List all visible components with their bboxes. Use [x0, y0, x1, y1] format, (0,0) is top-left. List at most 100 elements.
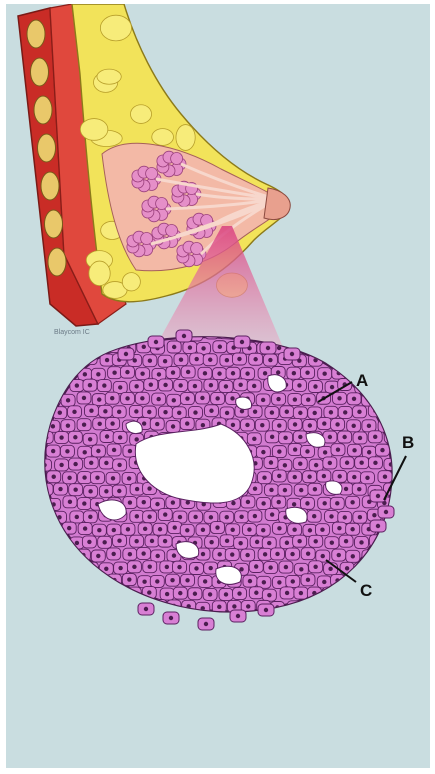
epithelial-cell	[63, 550, 77, 562]
cell-nucleus	[292, 605, 296, 609]
cell-nucleus	[35, 474, 39, 478]
cell-nucleus	[35, 449, 39, 453]
cell-nucleus	[142, 421, 146, 425]
cell-nucleus	[112, 448, 116, 452]
cell-nucleus	[128, 500, 132, 504]
cell-nucleus	[267, 593, 271, 597]
cell-nucleus	[105, 617, 109, 621]
epithelial-cell	[293, 327, 307, 339]
cell-nucleus	[68, 500, 72, 504]
cell-nucleus	[283, 488, 287, 492]
cell-nucleus	[350, 527, 354, 531]
cell-nucleus	[172, 345, 176, 349]
epithelial-cell	[391, 522, 405, 534]
cell-nucleus	[135, 616, 139, 620]
epithelial-cell	[30, 445, 44, 457]
cell-nucleus	[232, 604, 236, 608]
cell-nucleus	[285, 591, 289, 595]
cell-nucleus	[215, 396, 219, 400]
cell-nucleus	[293, 447, 297, 451]
cell-nucleus	[177, 411, 181, 415]
cell-nucleus	[299, 488, 303, 492]
cell-nucleus	[313, 384, 317, 388]
cell-nucleus	[322, 501, 326, 505]
cell-nucleus	[314, 539, 318, 543]
credit-text: Blaycom IC	[54, 329, 90, 336]
cell-nucleus	[284, 565, 288, 569]
epithelial-cell	[376, 368, 390, 380]
epithelial-cell	[397, 407, 411, 419]
cell-nucleus	[67, 526, 71, 530]
cell-nucleus	[261, 501, 265, 505]
cell-nucleus	[67, 580, 71, 584]
cell-nucleus	[155, 422, 159, 426]
cell-nucleus	[132, 565, 136, 569]
cell-nucleus	[262, 580, 266, 584]
cell-nucleus	[171, 370, 175, 374]
cell-nucleus	[351, 345, 355, 349]
cell-nucleus	[263, 552, 267, 556]
cell-nucleus	[51, 449, 55, 453]
cell-nucleus	[225, 411, 229, 415]
cell-nucleus	[158, 603, 162, 607]
cell-nucleus	[358, 566, 362, 570]
cell-nucleus	[357, 410, 361, 414]
cell-nucleus	[345, 461, 349, 465]
cell-nucleus	[277, 580, 281, 584]
cell-nucleus	[313, 411, 317, 415]
cell-nucleus	[52, 396, 56, 400]
cell-nucleus	[343, 357, 347, 361]
cell-nucleus	[292, 528, 296, 532]
cell-nucleus	[283, 463, 287, 467]
cell-nucleus	[89, 461, 93, 465]
cell-nucleus	[96, 579, 100, 583]
cell-nucleus	[337, 605, 341, 609]
cell-nucleus	[342, 435, 346, 439]
cell-nucleus	[127, 577, 131, 581]
cell-nucleus	[80, 580, 84, 584]
cell-nucleus	[194, 357, 198, 361]
cell-nucleus	[52, 371, 56, 375]
fat-lobule	[89, 261, 110, 286]
cell-nucleus	[291, 344, 295, 348]
epithelial-cell	[55, 562, 69, 574]
cell-nucleus	[128, 449, 132, 453]
cell-nucleus	[170, 578, 174, 582]
epithelial-cell	[45, 602, 59, 614]
epithelial-cell	[31, 498, 45, 510]
cell-nucleus	[358, 515, 362, 519]
cell-nucleus	[68, 554, 72, 558]
cell-nucleus	[246, 500, 250, 504]
epithelial-cell	[370, 381, 384, 393]
cell-nucleus	[87, 540, 91, 544]
cell-nucleus	[344, 539, 348, 543]
cell-nucleus	[314, 463, 318, 467]
cell-nucleus	[275, 552, 279, 556]
cell-nucleus	[253, 357, 257, 361]
cell-nucleus	[246, 604, 250, 608]
cell-nucleus	[67, 604, 71, 608]
cell-nucleus	[118, 566, 122, 570]
epithelial-cell	[53, 615, 67, 627]
epithelial-cell	[60, 340, 74, 352]
epithelial-cell	[346, 602, 360, 614]
cell-nucleus	[215, 525, 219, 529]
cell-nucleus	[193, 410, 197, 414]
rib	[31, 58, 49, 86]
cell-nucleus	[58, 592, 62, 596]
cell-nucleus	[368, 345, 372, 349]
label-a: A	[356, 371, 368, 390]
epithelial-cell	[97, 327, 111, 339]
epithelial-cell	[32, 522, 46, 534]
epithelial-cell	[338, 587, 352, 599]
epithelial-cell	[76, 340, 90, 352]
cell-nucleus	[285, 410, 289, 414]
cell-nucleus	[90, 331, 94, 335]
cell-nucleus	[321, 554, 325, 558]
cell-nucleus	[193, 384, 197, 388]
cell-nucleus	[65, 344, 69, 348]
cell-nucleus	[261, 450, 265, 454]
cell-nucleus	[158, 527, 162, 531]
epithelial-cell	[383, 329, 397, 341]
cell-nucleus	[72, 410, 76, 414]
